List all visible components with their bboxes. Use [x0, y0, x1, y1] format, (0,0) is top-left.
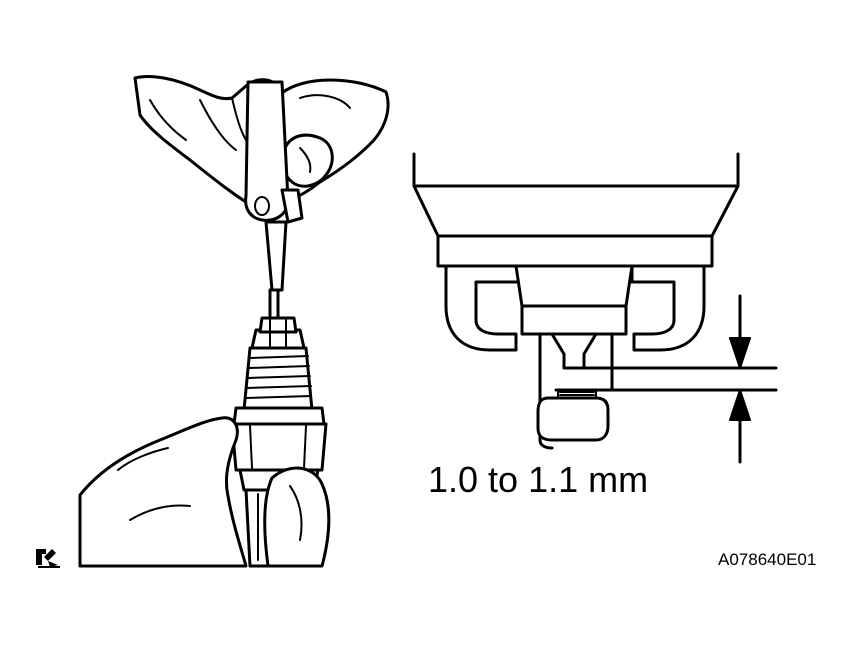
feeler-gauge-tool-icon: [34, 545, 62, 569]
hand-with-feeler-gauge-illustration: [78, 75, 390, 568]
feeler-gauge: [244, 80, 304, 334]
figure-id: A078640E01: [718, 550, 817, 569]
lower-hand: [78, 416, 331, 568]
gap-measurement-label: 1.0 to 1.1 mm: [428, 459, 649, 500]
electrode-gap-closeup: [412, 152, 778, 464]
